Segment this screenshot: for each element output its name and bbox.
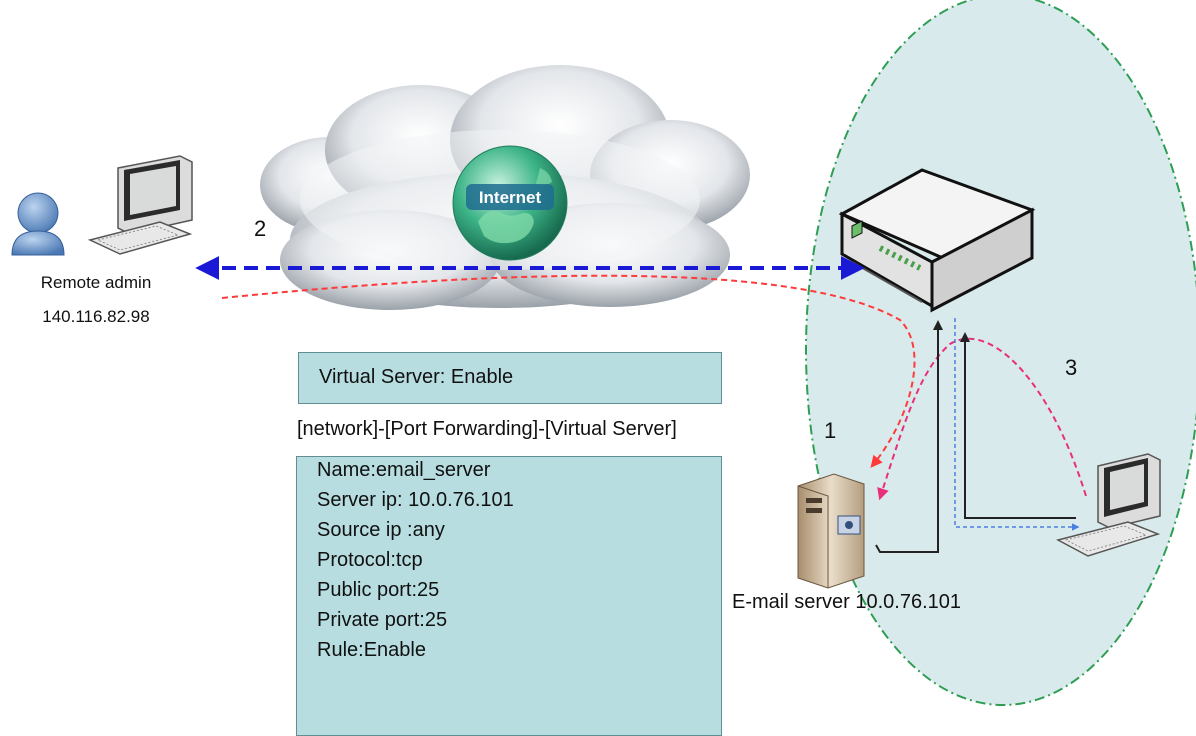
lan-zone <box>805 0 1196 706</box>
rule-public-port: Public port:25 <box>317 579 440 601</box>
server-router-link <box>875 320 943 553</box>
step-1-label: 1 <box>824 418 837 443</box>
remote-admin-computer-icon <box>87 155 193 255</box>
rule-source-ip: Source ip :any <box>317 519 445 541</box>
request-path-arrow <box>221 274 916 468</box>
email-server-label: E-mail server 10.0.76.101 <box>732 591 962 613</box>
rule-config-box: Name:email_server Server ip: 10.0.76.101… <box>296 456 722 736</box>
rule-name: Name:email_server <box>317 459 491 481</box>
lan-path-arrow <box>954 318 1080 531</box>
menu-path-label: [network]-[Port Forwarding]-[Virtual Ser… <box>297 418 677 440</box>
remote-admin-label: Remote admin <box>40 273 152 292</box>
rule-enable: Rule:Enable <box>317 639 426 661</box>
internet-label: Internet <box>479 188 542 207</box>
rule-config-list: Name:email_server Server ip: 10.0.76.101… <box>317 455 514 665</box>
remote-admin-ip: 140.116.82.98 <box>42 307 150 326</box>
remote-admin-user-icon <box>11 192 65 256</box>
rule-protocol: Protocol:tcp <box>317 549 423 571</box>
internet-globe-icon: Internet <box>452 145 568 261</box>
rule-server-ip: Server ip: 10.0.76.101 <box>317 489 514 511</box>
step-2-label: 2 <box>254 216 267 241</box>
rule-private-port: Private port:25 <box>317 609 448 631</box>
email-server-icon <box>797 473 865 589</box>
virtual-server-status: Virtual Server: Enable <box>319 366 514 388</box>
virtual-server-status-box: Virtual Server: Enable <box>298 352 722 404</box>
pc-router-link <box>960 332 1076 519</box>
response-path-arrow <box>877 337 1087 501</box>
router-icon <box>838 168 1036 313</box>
lan-computer-icon <box>1055 453 1161 557</box>
step-3-label: 3 <box>1065 355 1078 380</box>
